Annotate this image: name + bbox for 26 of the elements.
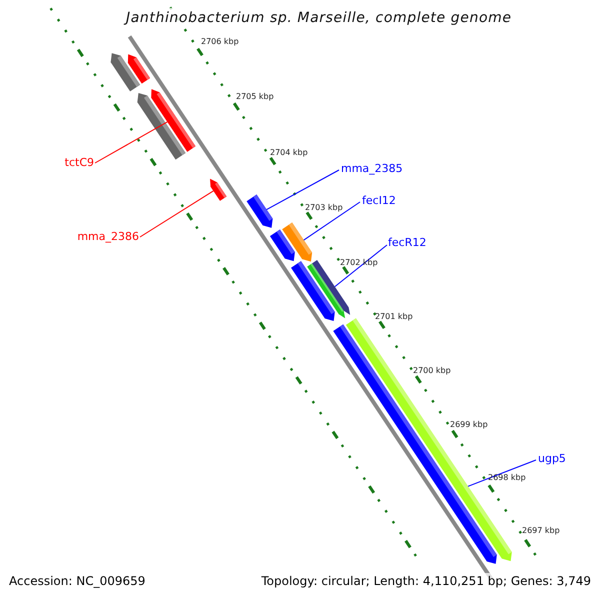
scale-label: 2704 kbp [270, 148, 308, 157]
scale-label: 2702 kbp [340, 258, 378, 267]
scale-label: 2698 kbp [488, 473, 526, 482]
scale-label: 2700 kbp [413, 366, 451, 375]
gene-block [246, 194, 273, 228]
scale-label: 2697 kbp [522, 526, 560, 535]
scale-label: 2699 kbp [450, 420, 488, 429]
leader-line [468, 460, 536, 487]
gene-label: fecI12 [362, 194, 396, 207]
gene-label: fecR12 [388, 236, 426, 249]
gene-block [282, 222, 312, 262]
leader-line [140, 190, 214, 238]
scale-label: 2705 kbp [236, 92, 274, 101]
scale-label: 2706 kbp [201, 37, 239, 46]
scale-label: 2703 kbp [305, 203, 343, 212]
gene-label: mma_2385 [341, 162, 403, 175]
scale-label: 2701 kbp [375, 312, 413, 321]
gene-label: ugp5 [538, 452, 566, 465]
leader-line [334, 244, 388, 288]
gene-label: mma_2386 [77, 230, 139, 243]
gene-block [210, 178, 227, 201]
leader-line [266, 170, 340, 210]
gene-label: tctC9 [64, 156, 94, 169]
leader-line [303, 202, 360, 241]
leader-line [94, 121, 168, 164]
gene-block [151, 89, 196, 152]
